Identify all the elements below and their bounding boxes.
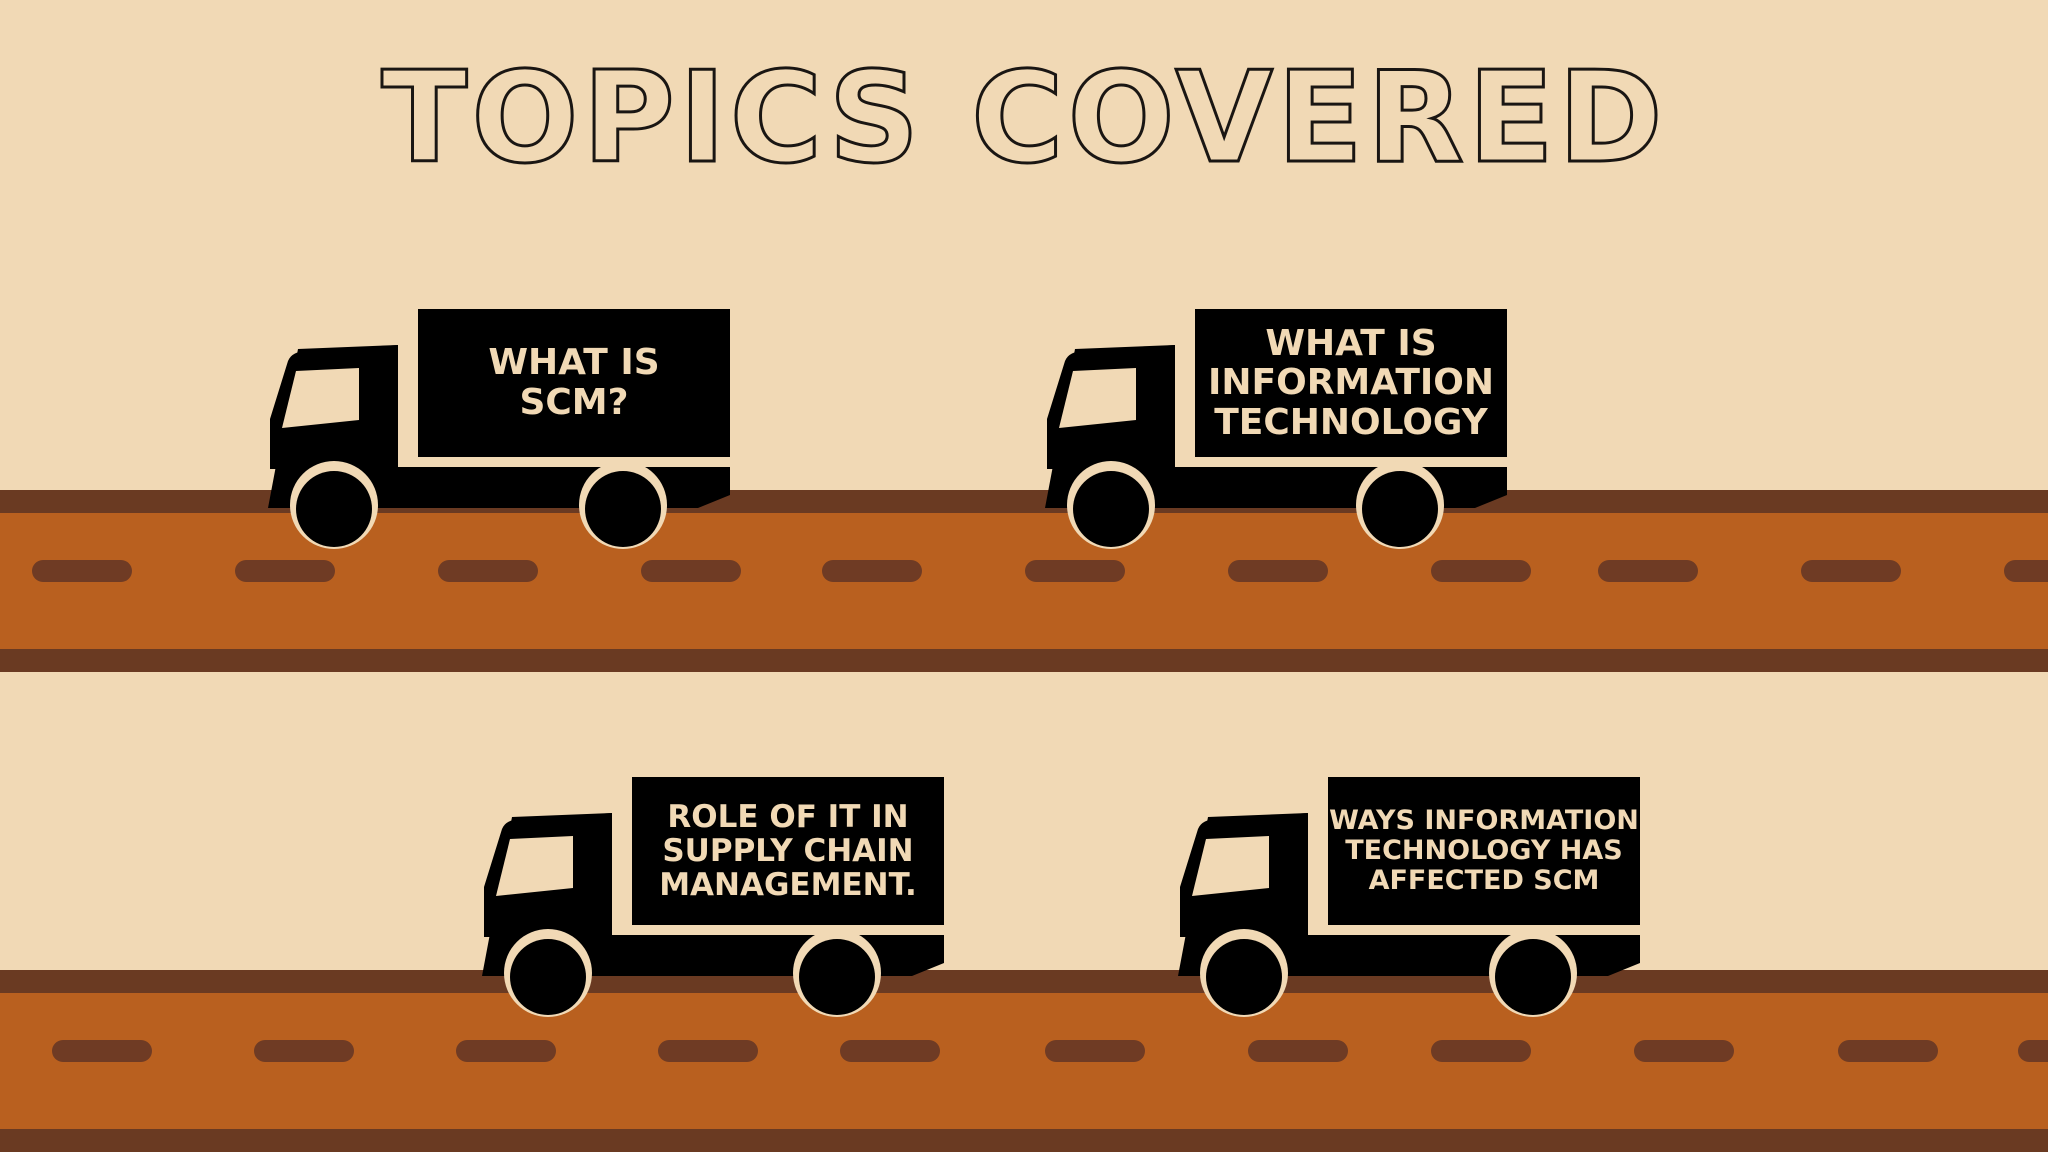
road-dash [658, 1040, 758, 1062]
truck-ways-it-affected-scm: WAYS INFORMATION TECHNOLOGY HAS AFFECTED… [1178, 777, 1648, 1022]
truck-what-is-scm: WHAT IS SCM? [268, 309, 738, 554]
road-dash [2018, 1040, 2048, 1062]
road-dash [254, 1040, 354, 1062]
road-dash [1431, 1040, 1531, 1062]
delivery-truck-icon [268, 309, 730, 549]
delivery-truck-icon [1178, 777, 1640, 1017]
road-dash [32, 560, 132, 582]
truck-what-is-information-technology: WHAT IS INFORMATION TECHNOLOGY [1045, 309, 1515, 554]
road-dash [1045, 1040, 1145, 1062]
page-title: TOPICS COVERED [380, 42, 1667, 192]
road-dash [52, 1040, 152, 1062]
road-dash [1598, 560, 1698, 582]
road-dash [1025, 560, 1125, 582]
road-dash [1801, 560, 1901, 582]
road-dash [1431, 560, 1531, 582]
road-dash [840, 1040, 940, 1062]
road-dash [235, 560, 335, 582]
road-dash [1634, 1040, 1734, 1062]
delivery-truck-icon [482, 777, 944, 1017]
road-dash [1248, 1040, 1348, 1062]
road-dash [1228, 560, 1328, 582]
truck-role-of-it: ROLE OF IT IN SUPPLY CHAIN MANAGEMENT. [482, 777, 952, 1022]
truck-label: WHAT IS SCM? [488, 342, 660, 423]
truck-label: WAYS INFORMATION TECHNOLOGY HAS AFFECTED… [1329, 805, 1639, 896]
road-top [0, 490, 2048, 672]
road-dash [438, 560, 538, 582]
road-dash [641, 560, 741, 582]
delivery-truck-icon [1045, 309, 1507, 549]
road-dash [822, 560, 922, 582]
road-bottom [0, 970, 2048, 1152]
road-dash [1838, 1040, 1938, 1062]
road-dash [456, 1040, 556, 1062]
truck-label: ROLE OF IT IN SUPPLY CHAIN MANAGEMENT. [659, 798, 917, 904]
road-dash [2004, 560, 2048, 582]
truck-label: WHAT IS INFORMATION TECHNOLOGY [1207, 322, 1494, 443]
